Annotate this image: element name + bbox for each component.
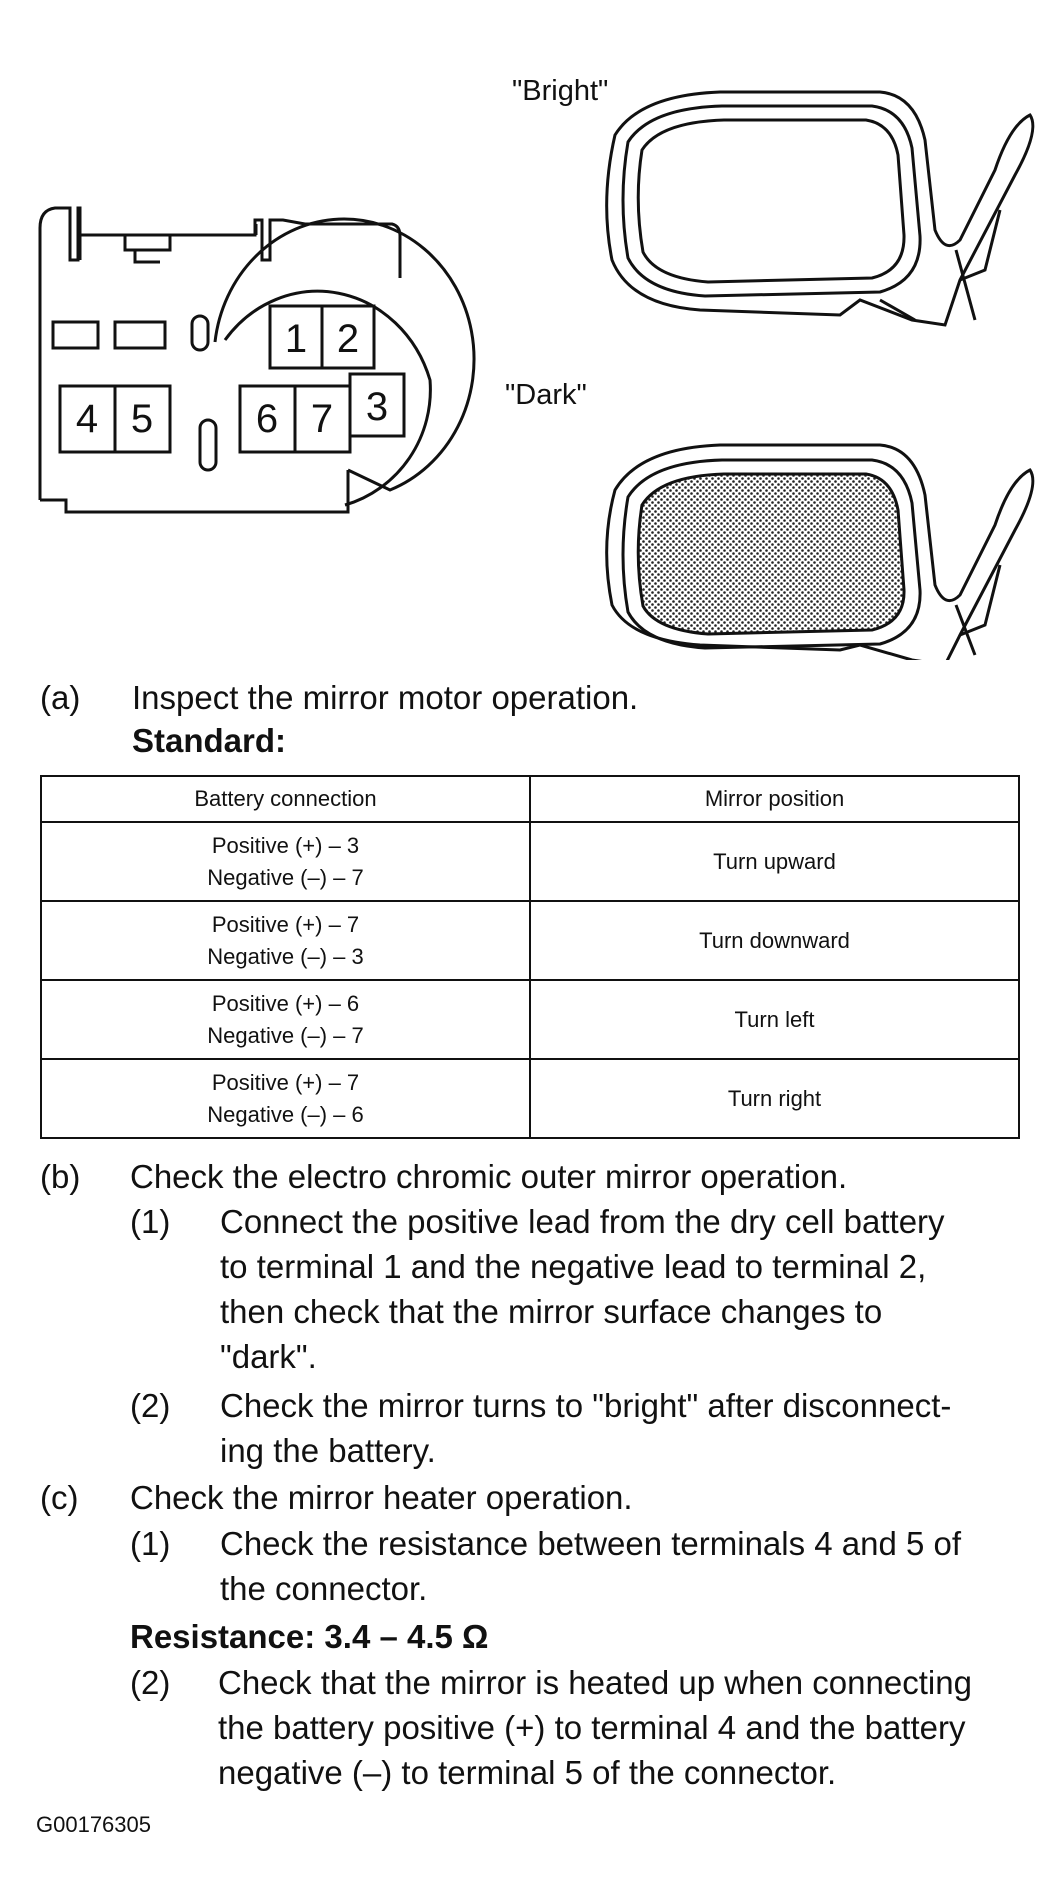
table-row: Positive (+) – 6 Negative (–) – 7 Turn l… <box>40 979 1020 1060</box>
terminal-1-label: 1 <box>285 317 307 361</box>
bright-label: "Bright" <box>512 75 608 107</box>
step-b1-line-2: to terminal 1 and the negative lead to t… <box>220 1248 927 1285</box>
battery-connection-cell: Positive (+) – 7 Negative (–) – 6 <box>40 1058 531 1139</box>
step-b1-line-4: "dark". <box>220 1338 317 1375</box>
step-c2-marker: (2) <box>130 1664 171 1701</box>
step-b-marker: (b) <box>40 1158 81 1195</box>
step-b1-marker: (1) <box>130 1203 171 1240</box>
terminal-6-label: 6 <box>256 397 278 441</box>
table-header-row: Battery connection Mirror position <box>40 775 1020 823</box>
header-mirror-position: Mirror position <box>529 775 1020 823</box>
step-b-text: Check the electro chromic outer mirror o… <box>130 1158 848 1195</box>
step-c1-marker: (1) <box>130 1525 171 1562</box>
positive-connection: Positive (+) – 7 <box>211 1069 360 1095</box>
negative-connection: Negative (–) – 3 <box>207 943 364 969</box>
mirror-position-cell: Turn right <box>529 1058 1020 1139</box>
mirror-position-cell: Turn downward <box>529 900 1020 981</box>
positive-connection: Positive (+) – 6 <box>211 990 360 1016</box>
battery-connection-cell: Positive (+) – 7 Negative (–) – 3 <box>40 900 531 981</box>
terminal-7-label: 7 <box>311 397 333 441</box>
step-c-text: Check the mirror heater operation. <box>130 1479 633 1516</box>
step-b1-line-3: then check that the mirror surface chang… <box>220 1293 883 1330</box>
dark-label: "Dark" <box>505 379 587 411</box>
standard-label: Standard: <box>132 722 287 759</box>
terminal-3-label: 3 <box>366 385 388 429</box>
table-row: Positive (+) – 7 Negative (–) – 3 Turn d… <box>40 900 1020 981</box>
figure-code: G00176305 <box>36 1812 151 1837</box>
connector-body <box>38 206 476 514</box>
standard-table: Battery connection Mirror position Posit… <box>40 775 1020 1139</box>
resistance-spec: Resistance: 3.4 – 4.5 Ω <box>130 1618 489 1655</box>
step-c1-line-1: Check the resistance between terminals 4… <box>220 1525 962 1562</box>
step-a-marker: (a) <box>40 679 81 716</box>
terminal-4-label: 4 <box>76 397 98 441</box>
step-c2-line-1: Check that the mirror is heated up when … <box>218 1664 972 1701</box>
step-c2-line-3: negative (–) to terminal 5 of the connec… <box>218 1754 837 1791</box>
positive-connection: Positive (+) – 3 <box>211 832 360 858</box>
bright-mirror-drawing <box>605 90 1035 327</box>
step-c-marker: (c) <box>40 1479 79 1516</box>
negative-connection: Negative (–) – 7 <box>207 1022 364 1048</box>
mirror-position-cell: Turn upward <box>529 821 1020 902</box>
battery-connection-cell: Positive (+) – 3 Negative (–) – 7 <box>40 821 531 902</box>
negative-connection: Negative (–) – 6 <box>207 1101 364 1127</box>
step-b2-line-2: ing the battery. <box>220 1432 436 1469</box>
step-a-text: Inspect the mirror motor operation. <box>132 679 639 716</box>
positive-connection: Positive (+) – 7 <box>211 911 360 937</box>
step-c2-line-2: the battery positive (+) to terminal 4 a… <box>218 1709 966 1746</box>
battery-connection-cell: Positive (+) – 6 Negative (–) – 7 <box>40 979 531 1060</box>
connector-diagram: 1 2 3 4 5 6 7 "Bright" "Dark" <box>38 75 1035 660</box>
table-row: Positive (+) – 3 Negative (–) – 7 Turn u… <box>40 821 1020 902</box>
terminal-cells <box>58 304 406 454</box>
negative-connection: Negative (–) – 7 <box>207 864 364 890</box>
mirror-position-cell: Turn left <box>529 979 1020 1060</box>
terminal-5-label: 5 <box>131 397 153 441</box>
step-c1-line-2: the connector. <box>220 1570 428 1607</box>
terminal-2-label: 2 <box>337 317 359 361</box>
step-b1-line-1: Connect the positive lead from the dry c… <box>220 1203 945 1240</box>
step-b2-line-1: Check the mirror turns to "bright" after… <box>220 1387 952 1424</box>
dark-mirror-drawing <box>605 443 1035 660</box>
step-b2-marker: (2) <box>130 1387 171 1424</box>
table-row: Positive (+) – 7 Negative (–) – 6 Turn r… <box>40 1058 1020 1139</box>
header-battery-connection: Battery connection <box>40 775 531 823</box>
